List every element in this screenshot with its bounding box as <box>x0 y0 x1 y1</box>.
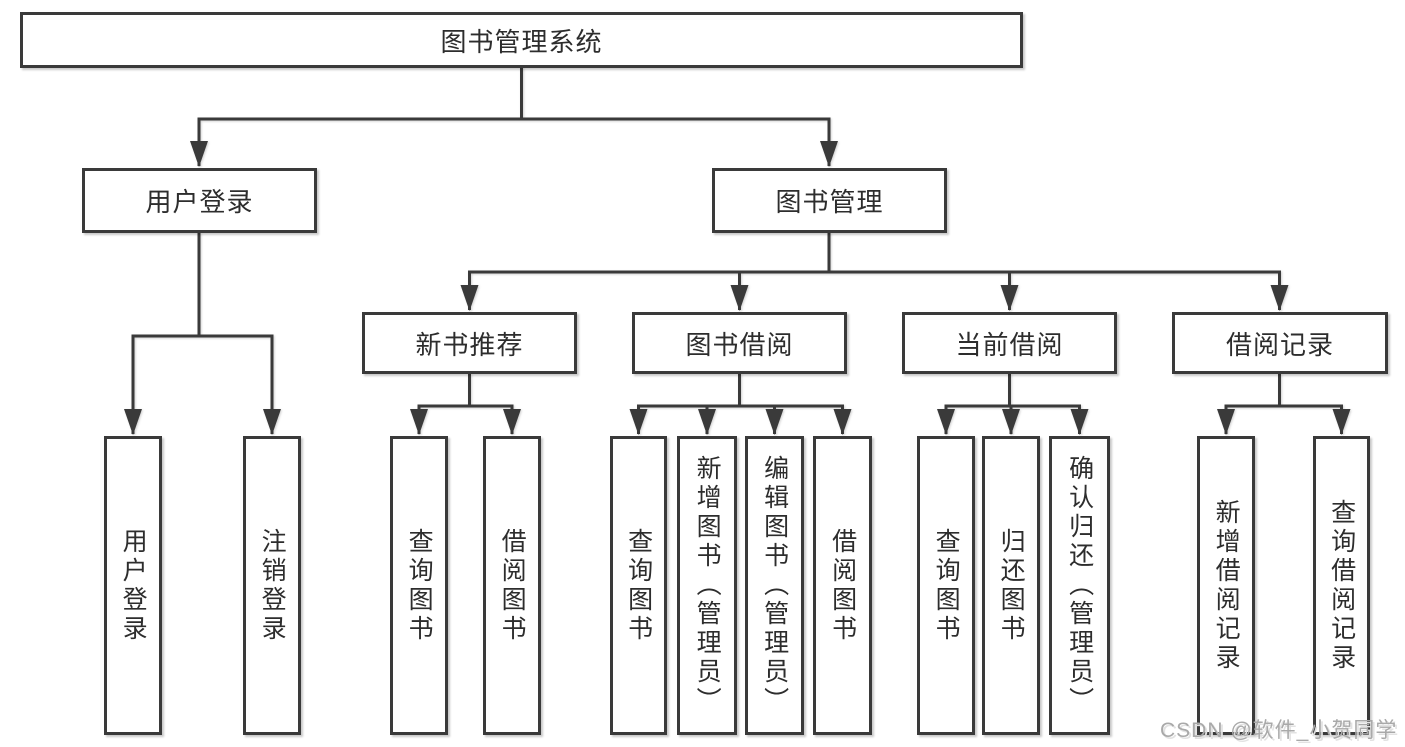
node-borrow-record: 借阅记录 <box>1172 312 1388 374</box>
connector-book-borrow-children <box>629 374 852 435</box>
node-user-login: 用户登录 <box>82 168 317 233</box>
node-current-borrow: 当前借阅 <box>902 312 1117 374</box>
leaf-newrec-query-book-label: 查询图书 <box>405 527 434 644</box>
leaf-user-login: 用户登录 <box>104 436 162 735</box>
node-user-login-label: 用户登录 <box>145 187 254 217</box>
node-root: 图书管理系统 <box>20 12 1023 68</box>
node-new-book-rec: 新书推荐 <box>362 312 577 374</box>
connector-user-login-children <box>124 233 281 435</box>
leaf-edit-book-admin-label: 编辑图书（管理员） <box>760 455 789 716</box>
leaf-borrow-book-label: 借阅图书 <box>828 527 857 644</box>
node-borrow-record-label: 借阅记录 <box>1225 329 1334 360</box>
connector-current-borrow-children <box>937 374 1089 435</box>
leaf-confirm-return-admin-label: 确认归还（管理员） <box>1065 455 1094 716</box>
node-book-borrow-label: 图书借阅 <box>685 329 794 360</box>
leaf-query-borrow-record-label: 查询借阅记录 <box>1327 498 1356 673</box>
connector-book-mgmt-children <box>460 233 1289 311</box>
leaf-add-borrow-record-label: 新增借阅记录 <box>1212 498 1241 673</box>
leaf-edit-book-admin: 编辑图书（管理员） <box>745 436 804 735</box>
leaf-query-borrow-record: 查询借阅记录 <box>1313 436 1370 735</box>
leaf-confirm-return-admin: 确认归还（管理员） <box>1049 436 1110 735</box>
leaf-add-book-admin: 新增图书（管理员） <box>677 436 737 735</box>
leaf-borrow-book: 借阅图书 <box>813 436 872 735</box>
connector-new-book-children <box>410 374 521 435</box>
node-book-borrow: 图书借阅 <box>632 312 847 374</box>
csdn-watermark: CSDN @软件_小贺同学 <box>1160 719 1398 742</box>
leaf-return-book: 归还图书 <box>982 436 1040 735</box>
leaf-return-book-label: 归还图书 <box>997 527 1026 644</box>
leaf-newrec-borrow-book-label: 借阅图书 <box>498 527 527 644</box>
leaf-newrec-query-book: 查询图书 <box>390 436 448 735</box>
connector-borrow-record-children <box>1217 374 1351 435</box>
node-book-mgmt-label: 图书管理 <box>775 187 884 217</box>
connector-root-to-level2 <box>190 67 838 167</box>
node-book-mgmt: 图书管理 <box>712 168 947 233</box>
leaf-current-query-book: 查询图书 <box>917 436 975 735</box>
leaf-borrow-query-book: 查询图书 <box>610 436 667 735</box>
leaf-logout: 注销登录 <box>243 436 301 735</box>
leaf-newrec-borrow-book: 借阅图书 <box>483 436 541 735</box>
node-current-borrow-label: 当前借阅 <box>955 329 1064 360</box>
leaf-logout-label: 注销登录 <box>258 527 287 644</box>
node-new-book-rec-label: 新书推荐 <box>415 329 524 360</box>
node-root-label: 图书管理系统 <box>440 26 603 57</box>
leaf-add-borrow-record: 新增借阅记录 <box>1197 436 1255 735</box>
leaf-current-query-book-label: 查询图书 <box>932 527 961 644</box>
leaf-add-book-admin-label: 新增图书（管理员） <box>693 455 722 716</box>
leaf-borrow-query-book-label: 查询图书 <box>624 527 653 644</box>
leaf-user-login-label: 用户登录 <box>119 527 148 644</box>
